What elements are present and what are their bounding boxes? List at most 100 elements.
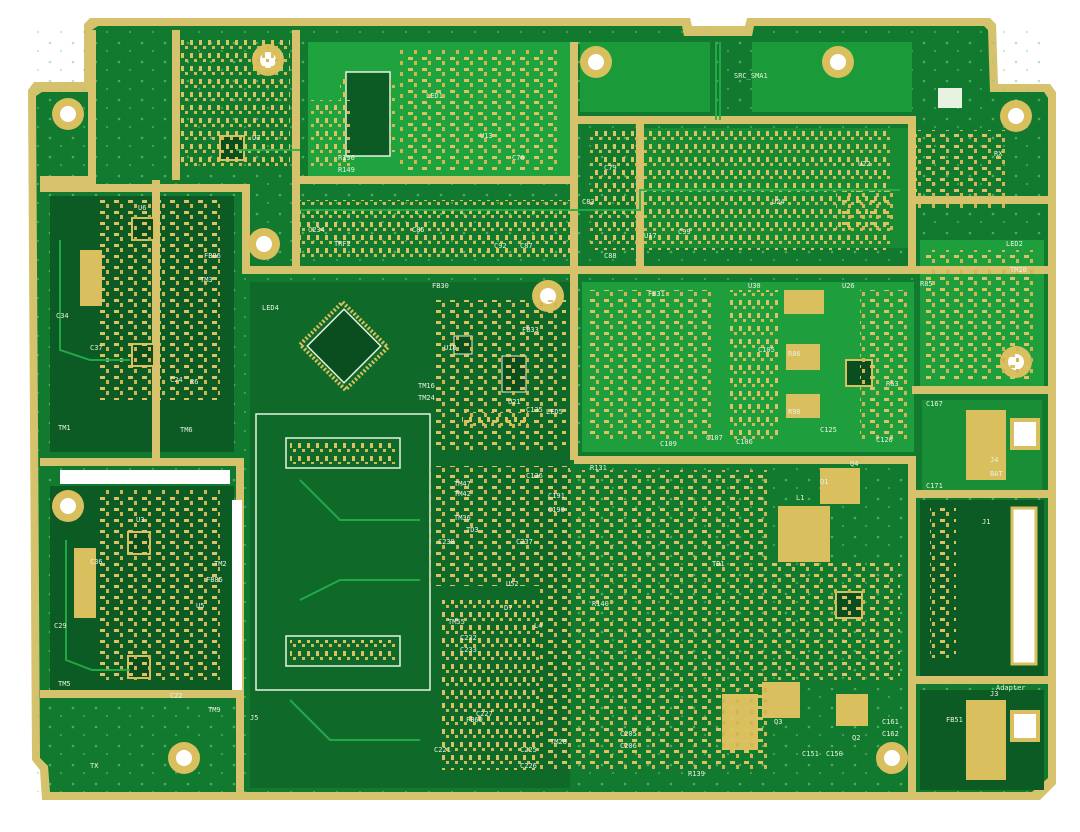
board-label: R86 bbox=[788, 350, 801, 358]
board-label: BAT bbox=[990, 470, 1003, 478]
board-label: C227 bbox=[476, 710, 493, 718]
board-label: C232 bbox=[460, 634, 477, 642]
board-label: FB31 bbox=[648, 290, 665, 298]
board-label: C234 bbox=[308, 226, 325, 234]
board-label: C85 bbox=[412, 226, 425, 234]
board-label: C109 bbox=[660, 440, 677, 448]
board-label: C191 bbox=[548, 492, 565, 500]
board-label: LED2 bbox=[1006, 240, 1023, 248]
signal-traces bbox=[59, 42, 900, 741]
board-label: U17 bbox=[644, 232, 657, 240]
board-label: U18 bbox=[444, 344, 457, 352]
board-label: TM2 bbox=[214, 560, 227, 568]
board-label: U5 bbox=[196, 602, 204, 610]
board-label: TD1 bbox=[712, 560, 725, 568]
board-label: C225 bbox=[520, 746, 537, 754]
board-label: C79 bbox=[604, 164, 617, 172]
board-label: TM24 bbox=[418, 394, 435, 402]
board-label: R6 bbox=[190, 378, 198, 386]
board-label: C76 bbox=[512, 154, 525, 162]
board-label: R190 bbox=[338, 154, 355, 162]
board-label: TM28 bbox=[550, 738, 567, 746]
board-label: C22 bbox=[170, 692, 183, 700]
mounting-hole bbox=[168, 742, 200, 774]
board-label: L4 bbox=[534, 622, 542, 630]
board-label: U24 bbox=[772, 198, 785, 206]
silkscreen-labels: SRC_SMA1 RX TX Adapter TRF2 LED1 LED2 LE… bbox=[54, 72, 1027, 778]
board-label: FB33 bbox=[522, 326, 539, 334]
board-label: Q4 bbox=[850, 460, 858, 468]
board-label: C171 bbox=[926, 482, 943, 490]
board-label: C29 bbox=[54, 622, 67, 630]
board-label: TM1 bbox=[58, 424, 71, 432]
board-label: SRC_SMA1 bbox=[734, 72, 768, 80]
board-label: C161 bbox=[882, 718, 899, 726]
board-label: J3 bbox=[990, 690, 998, 698]
board-label: C120 bbox=[876, 436, 893, 444]
board-label: C167 bbox=[926, 400, 943, 408]
board-label: R63 bbox=[886, 380, 899, 388]
board-label: U21 bbox=[508, 398, 521, 406]
board-label: C107 bbox=[706, 434, 723, 442]
board-label: R140 bbox=[592, 600, 609, 608]
board-label: FB51 bbox=[946, 716, 963, 724]
board-label: U13 bbox=[480, 132, 493, 140]
board-label: TD3 bbox=[466, 526, 479, 534]
board-label: C150 bbox=[826, 750, 843, 758]
board-label: TM9 bbox=[208, 706, 221, 714]
board-label: R85 bbox=[920, 280, 933, 288]
board-label: U22 bbox=[858, 160, 871, 168]
board-label: U26 bbox=[842, 282, 855, 290]
board-label: J1 bbox=[982, 518, 990, 526]
board-label: C226 bbox=[520, 762, 537, 770]
passive-pad-clusters bbox=[74, 40, 1038, 770]
board-label: C34 bbox=[56, 312, 69, 320]
board-label: C24 bbox=[170, 376, 183, 384]
board-label: TM6 bbox=[180, 426, 193, 434]
board-label: C233 bbox=[460, 646, 477, 654]
board-label: C99 bbox=[678, 228, 691, 236]
board-label: TM5 bbox=[58, 680, 71, 688]
board-label: TM55 bbox=[448, 618, 465, 626]
board-label: C92 bbox=[494, 242, 507, 250]
board-cutouts bbox=[60, 470, 242, 690]
mounting-hole bbox=[822, 46, 854, 78]
board-label: R90 bbox=[788, 408, 801, 416]
board-label: FB60 bbox=[466, 716, 483, 724]
mounting-hole bbox=[1000, 100, 1032, 132]
board-label: C135 bbox=[526, 406, 543, 414]
board-label: C125 bbox=[820, 426, 837, 434]
board-label: TM47 bbox=[454, 480, 471, 488]
board-label: J5 bbox=[250, 714, 258, 722]
board-label: U30 bbox=[748, 282, 761, 290]
board-label: TM16 bbox=[418, 382, 435, 390]
board-label: FB30 bbox=[432, 282, 449, 290]
board-label: TM42 bbox=[454, 490, 471, 498]
mounting-hole bbox=[248, 228, 280, 260]
board-label: U52 bbox=[506, 580, 519, 588]
edge-connectors bbox=[930, 88, 1040, 780]
fpc-pads-bottom bbox=[290, 640, 396, 662]
board-label: TM3 bbox=[200, 276, 213, 284]
board-label: TRF2 bbox=[334, 240, 351, 248]
mounting-hole bbox=[52, 98, 84, 130]
board-label: TM20 bbox=[1010, 266, 1027, 274]
board-label: C106 bbox=[736, 438, 753, 446]
board-label: Q2 bbox=[852, 734, 860, 742]
board-label: J4 bbox=[990, 456, 998, 464]
mounting-hole bbox=[52, 490, 84, 522]
board-label: C88 bbox=[604, 252, 617, 260]
board-label: L1 bbox=[796, 494, 804, 502]
board-label: U7 bbox=[252, 134, 260, 142]
board-label: Q3 bbox=[774, 718, 782, 726]
board-label: C238 bbox=[438, 538, 455, 546]
board-label: C221 bbox=[434, 746, 451, 754]
board-label: C237 bbox=[516, 538, 533, 546]
mounting-hole bbox=[580, 46, 612, 78]
board-label: LED5 bbox=[546, 408, 563, 416]
board-label: C105 bbox=[758, 346, 775, 354]
board-label: FB85 bbox=[206, 576, 223, 584]
board-label: C206 bbox=[620, 742, 637, 750]
